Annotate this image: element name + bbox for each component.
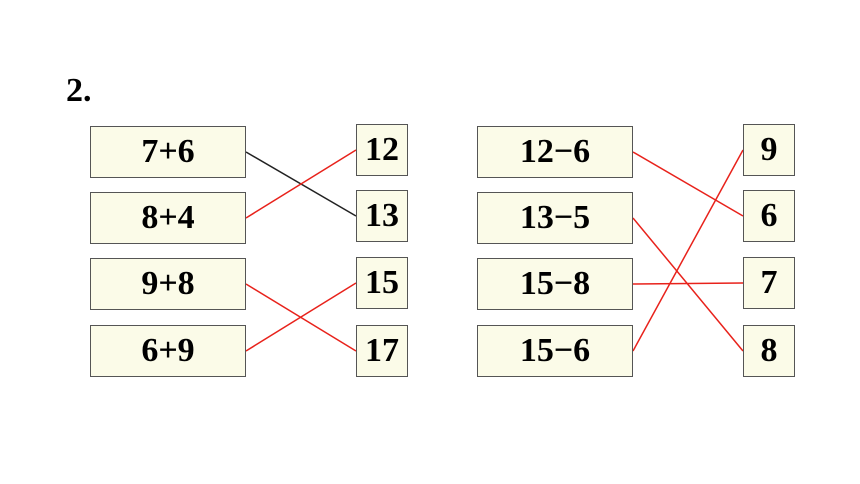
left-answer-3[interactable]: 15 <box>356 257 408 309</box>
right-expression-1[interactable]: 12−6 <box>477 126 633 178</box>
left-connection-line-2 <box>245 149 357 219</box>
right-expression-4[interactable]: 15−6 <box>477 325 633 377</box>
left-connection-line-4 <box>245 282 357 352</box>
right-connection-line-4 <box>632 149 744 352</box>
left-expression-2[interactable]: 8+4 <box>90 192 246 244</box>
right-answer-1[interactable]: 9 <box>743 124 795 176</box>
right-connection-line-3 <box>632 282 744 285</box>
right-answer-3[interactable]: 7 <box>743 257 795 309</box>
problem-number: 2. <box>66 72 92 109</box>
left-answer-2[interactable]: 13 <box>356 190 408 242</box>
left-expression-4[interactable]: 6+9 <box>90 325 246 377</box>
right-answer-4[interactable]: 8 <box>743 325 795 377</box>
right-connection-line-1 <box>632 151 744 217</box>
right-answer-2[interactable]: 6 <box>743 190 795 242</box>
right-connection-line-2 <box>632 217 744 352</box>
left-expression-3[interactable]: 9+8 <box>90 258 246 310</box>
left-expression-1[interactable]: 7+6 <box>90 126 246 178</box>
right-expression-3[interactable]: 15−8 <box>477 258 633 310</box>
left-answer-1[interactable]: 12 <box>356 124 408 176</box>
right-expression-2[interactable]: 13−5 <box>477 192 633 244</box>
left-answer-4[interactable]: 17 <box>356 325 408 377</box>
